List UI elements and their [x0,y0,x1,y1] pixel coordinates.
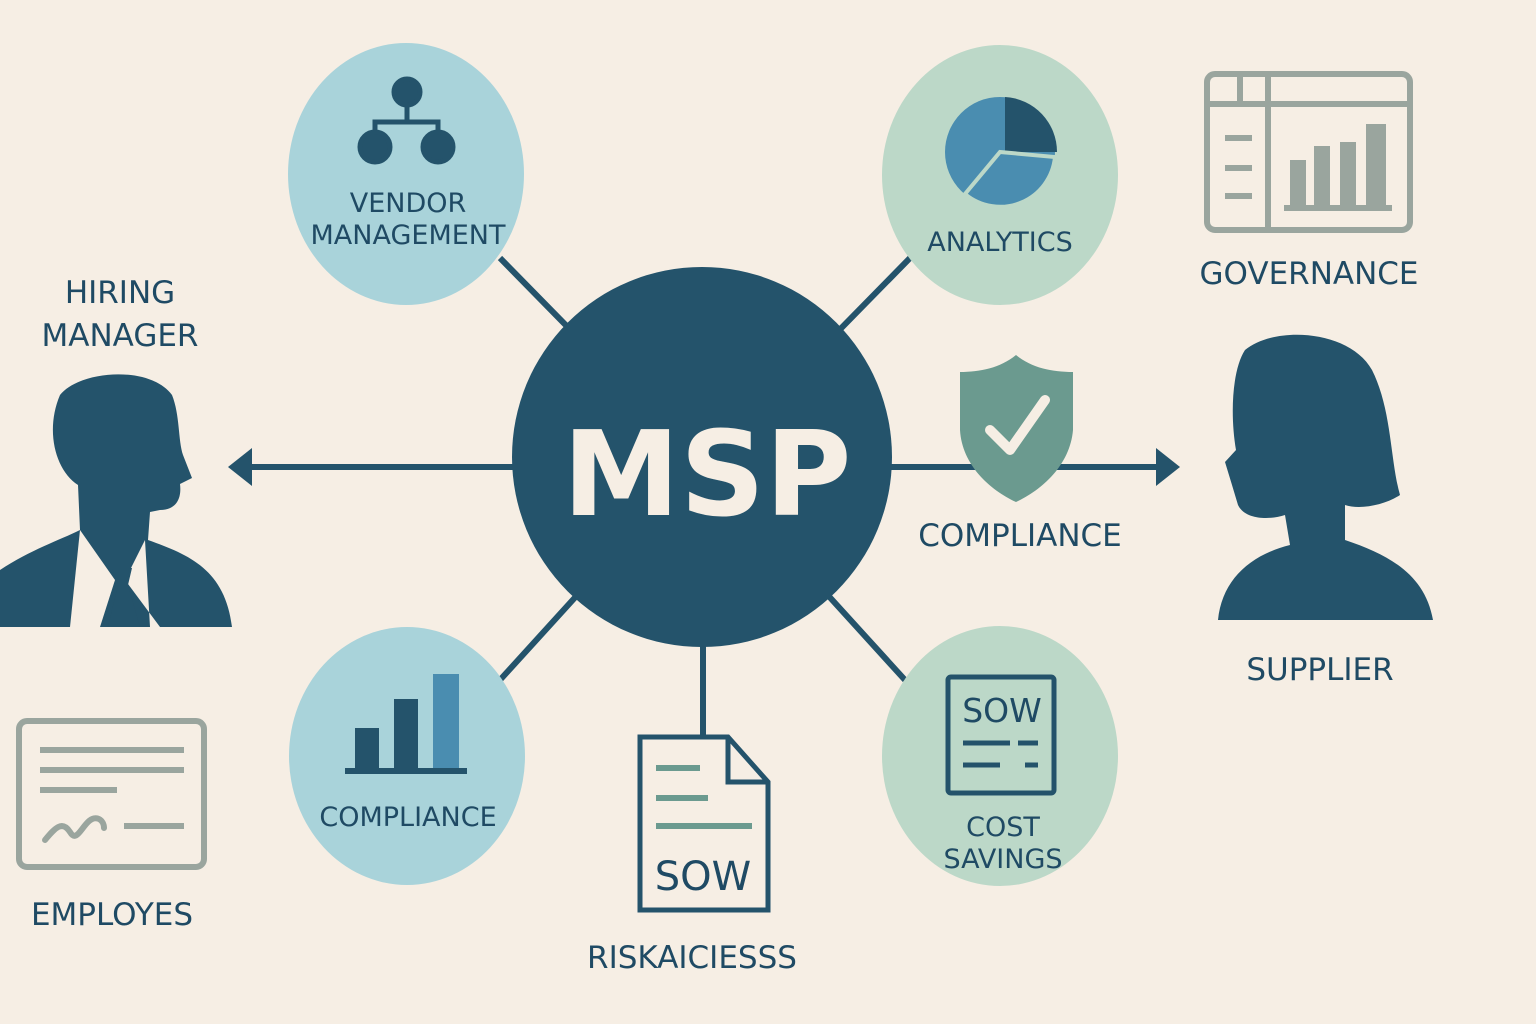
compliance-chart-label: COMPLIANCE [319,802,496,833]
sow-form-icon [945,674,1057,796]
sow-document-icon [637,734,771,913]
network-icon [357,76,456,165]
employees-label: EMPLOYES [31,897,193,933]
governance-label: GOVERNANCE [1199,256,1418,292]
dashboard-window-icon [1204,71,1413,233]
cost-savings-label-2: SAVINGS [943,844,1062,875]
vendor-management-bubble [288,43,524,305]
hiring-manager-label-1: HIRING [65,275,175,311]
cost-savings-label-1: COST [966,812,1040,843]
risk-doc-caption: RISKAICIESSS [587,940,797,976]
contract-card-icon [16,718,207,870]
compliance-shield-label: COMPLIANCE [918,518,1122,554]
supplier-silhouette-icon [1218,334,1433,620]
analytics-label: ANALYTICS [927,227,1073,258]
supplier-label: SUPPLIER [1246,652,1393,688]
hiring-manager-silhouette-icon [0,374,232,627]
bar-chart-icon [345,674,467,774]
vendor-management-label-1: VENDOR [350,188,467,219]
msp-hub [512,267,892,647]
risk-doc-sow-label: SOW [655,854,751,900]
arrowhead-left-icon [228,448,252,486]
shield-check-icon [960,355,1073,502]
msp-label: MSP [563,405,852,543]
vendor-management-label-2: MANAGEMENT [311,220,506,251]
pie-chart-icon [945,97,1058,209]
cost-savings-bubble [882,626,1118,886]
hiring-manager-label-2: MANAGER [42,318,199,354]
cost-savings-sow-label: SOW [962,691,1042,730]
arrowhead-right-icon [1156,448,1180,486]
